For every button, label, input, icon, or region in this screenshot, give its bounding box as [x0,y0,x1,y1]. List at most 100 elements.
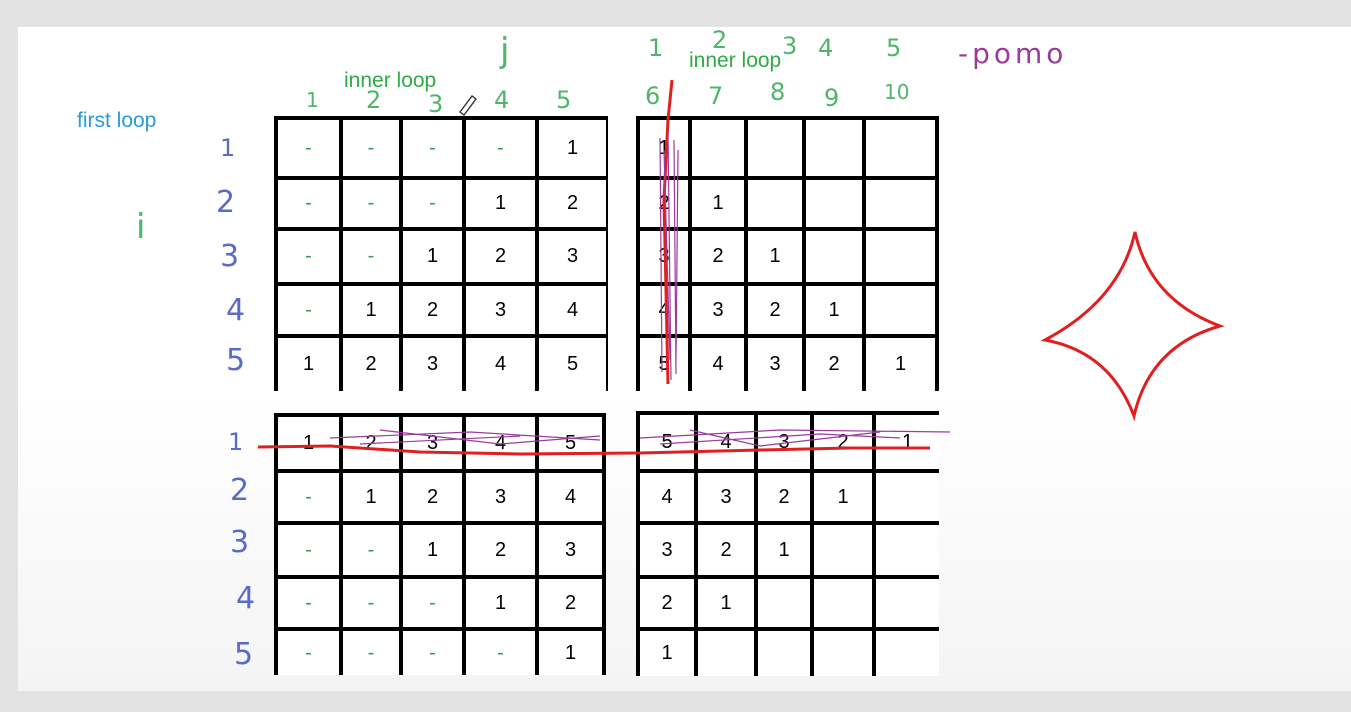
top-number: 1 [648,34,664,62]
grid-cell: 3 [539,525,602,575]
grid-cell: 1 [343,473,399,521]
grid-cell: 3 [403,417,462,469]
grid-cell: - [343,120,399,176]
grid-cell [806,120,862,176]
grid-cell: 4 [539,473,602,521]
row-number: 1 [220,134,236,162]
grid-cell [806,180,862,227]
grid-cell: 3 [758,415,810,469]
grid-cell: 1 [748,231,802,282]
pomo-label: -pomo [958,37,1068,70]
red-horizontal-stroke [257,444,930,456]
grid-cell: - [466,120,535,176]
top-number: 5 [886,34,902,62]
row-number: 4 [226,293,246,328]
row-number: 3 [220,239,240,274]
grid-cell: - [403,631,462,675]
grid-cell: 1 [876,415,939,469]
grid-cell: - [278,120,339,176]
j-label: j [500,31,510,71]
grid-cell: 4 [539,286,606,334]
first-loop-label: first loop [77,109,157,132]
row-number: 5 [226,343,246,378]
grid-cell: 4 [640,286,688,334]
grid-cell: 1 [466,180,535,227]
grid-cell: - [278,180,339,227]
grid-cell: - [278,286,339,334]
grid-cell: - [343,525,399,575]
grid-cell [866,120,935,176]
top-number: 2 [712,26,728,54]
grid-cell: - [343,180,399,227]
grid-cell: 1 [866,338,935,391]
grid-cell: - [343,231,399,282]
grid-cell [806,231,862,282]
grid-cell: 1 [539,631,602,675]
column-number: 4 [494,86,510,114]
row-number: 2 [216,185,236,220]
grid-cell: 2 [640,579,694,627]
grid-cell: 2 [466,525,535,575]
grid-cell: - [403,180,462,227]
red-vertical-stroke [662,79,674,385]
grid-cell: 3 [748,338,802,391]
grid-cell [814,579,872,627]
inner-loop-label-right: inner loop [689,49,782,72]
grid-cell: - [278,579,339,627]
grid-cell: 4 [692,338,744,391]
grid-cell: 3 [466,286,535,334]
row-number: 2 [230,473,250,508]
grid-cell: 5 [539,417,602,469]
row-number: 4 [236,581,256,616]
grid-cell: - [343,631,399,675]
column-number: 5 [556,86,572,114]
column-number: 10 [884,80,910,104]
grid-cell [758,631,810,676]
grid-cell: 1 [278,417,339,469]
grid-cell: 2 [758,473,810,521]
column-number: 6 [645,82,661,110]
grid-cell [692,120,744,176]
grid-cell: 1 [806,286,862,334]
grid-cell [748,120,802,176]
row-number: 3 [230,525,250,560]
grid-cell: 1 [403,525,462,575]
grid-cell: 1 [814,473,872,521]
grid-cell [748,180,802,227]
grid-cell: 1 [403,231,462,282]
grid-cell: 2 [466,231,535,282]
grid-cell: 3 [640,525,694,575]
grid-cell [758,579,810,627]
grid-cell: - [343,579,399,627]
grid-cell: 2 [539,579,602,627]
grid-cell: 3 [403,338,462,391]
i-label: i [136,207,146,247]
grid-cell: 5 [539,338,606,391]
grid-cell: 1 [539,120,606,176]
grid-cell: 3 [539,231,606,282]
grid-cell: 2 [403,286,462,334]
purple-row-scribble [329,429,951,447]
grid-cell: 4 [466,417,535,469]
grid-cell [866,231,935,282]
grid-cell: - [403,579,462,627]
column-number: 7 [708,82,724,110]
grid-cell: 2 [806,338,862,391]
grid-cell: - [278,631,339,675]
grid-cell [876,579,939,627]
red-diamond-shape [1040,231,1225,422]
grid-cell: 2 [539,180,606,227]
grid-cell: - [278,525,339,575]
row-number: 1 [228,428,244,456]
grid-cell [814,631,872,676]
grid-cell: - [403,120,462,176]
grid-cell [866,286,935,334]
grid-cell [866,180,935,227]
inner-loop-label-left: inner loop [344,69,437,92]
grid-cell: 2 [403,473,462,521]
purple-column-scribble [659,131,679,381]
grid-cell: 5 [640,338,688,391]
